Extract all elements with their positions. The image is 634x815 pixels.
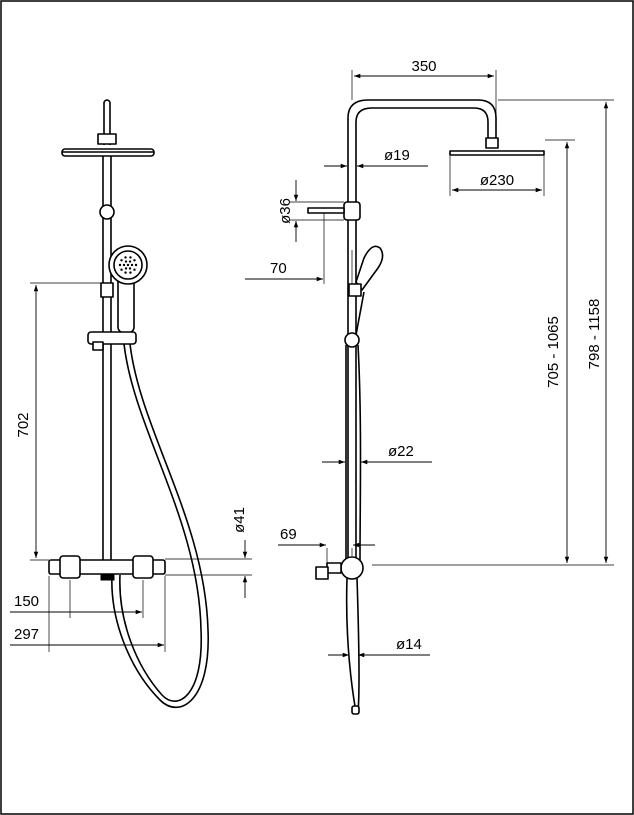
dim-69-label: 69 [280,526,297,543]
dim-41-label: ø41 [231,507,248,533]
dim-70-label: 70 [270,260,287,277]
dim-230-label: ø230 [480,172,514,189]
slider-holder [87,331,137,345]
side-view [307,99,545,715]
front-dimensions: 702 ø41 150 297 [10,282,252,652]
nozzle-dot [129,271,132,274]
thermostat-icon [48,555,166,581]
slider-knob-top [99,204,115,220]
dim-22-label: ø22 [388,443,414,460]
dim-350-label: 350 [411,58,436,75]
nozzle-dot [120,268,123,271]
nozzle-dot [124,256,127,259]
hand-shower-icon [108,245,148,334]
nozzle-dot [133,268,136,271]
nozzle-dot [126,263,130,267]
shower-head-icon [61,133,155,157]
nozzle-dot [124,260,128,263]
nozzle-dot [130,263,134,267]
dim-36-label: ø36 [277,198,294,224]
nozzle-dot [120,259,123,262]
nozzle-dot [129,256,132,259]
nozzle-dot [128,267,132,270]
side-dimensions: 350 ø19 ø230 ø36 70 ø22 69 ø14 [245,58,614,658]
dim-798-label: 798 - 1158 [586,299,603,370]
dim-705-label: 705 - 1065 [545,316,562,388]
nozzle-dot [124,267,128,270]
dim-297-label: 297 [14,626,39,643]
nozzle-dot [134,263,138,267]
nozzle-dot [128,260,132,263]
front-view [48,99,209,709]
dim-150-label: 150 [14,593,39,610]
nozzle-dot [133,259,136,262]
dim-14-label: ø14 [396,636,422,653]
nozzle-dot [118,263,122,267]
dim-19-label: ø19 [384,147,410,164]
nozzle-dot [124,271,127,274]
dim-702-label: 702 [15,412,32,437]
nozzle-pattern [118,256,138,274]
nozzle-dot [122,263,126,267]
